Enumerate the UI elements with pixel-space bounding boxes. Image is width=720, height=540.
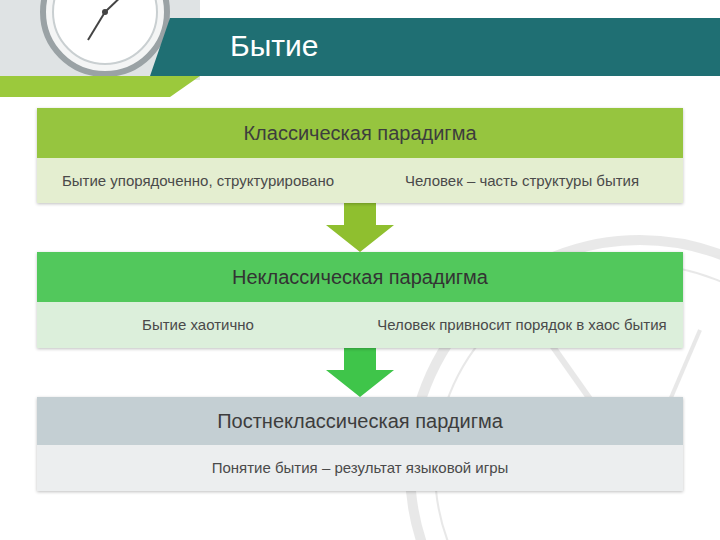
slide-title: Бытие <box>230 29 318 63</box>
paradigm-cell: Человек привносит порядок в хаос бытия <box>361 302 683 348</box>
paradigm-cell: Бытие упорядоченно, структурировано <box>37 158 359 203</box>
paradigm-statement: Человек привносит порядок в хаос бытия <box>361 302 683 348</box>
flow-arrow <box>326 203 394 252</box>
header-accent <box>0 76 200 97</box>
paradigm-block: Неклассическая парадигмаБытие хаотичноЧе… <box>37 252 683 348</box>
paradigm-cell: Человек – часть структуры бытия <box>361 158 683 203</box>
paradigm-heading: Классическая парадигма <box>37 108 683 158</box>
paradigm-block: Классическая парадигмаБытие упорядоченно… <box>37 108 683 203</box>
paradigm-statement: Человек – часть структуры бытия <box>361 158 683 203</box>
paradigm-heading: Неклассическая парадигма <box>37 252 683 302</box>
paradigm-cell: Бытие хаотично <box>37 302 359 348</box>
paradigm-statement: Бытие упорядоченно, структурировано <box>37 158 359 203</box>
flow-arrow <box>326 348 394 397</box>
paradigm-cell: Понятие бытия – результат языковой игры <box>37 445 683 491</box>
paradigm-heading: Постнеклассическая пардигма <box>37 397 683 445</box>
paradigm-statement: Бытие хаотично <box>37 302 359 348</box>
paradigm-statement: Понятие бытия – результат языковой игры <box>37 445 683 491</box>
paradigm-block: Постнеклассическая пардигмаПонятие бытия… <box>37 397 683 491</box>
header-band <box>150 18 720 76</box>
